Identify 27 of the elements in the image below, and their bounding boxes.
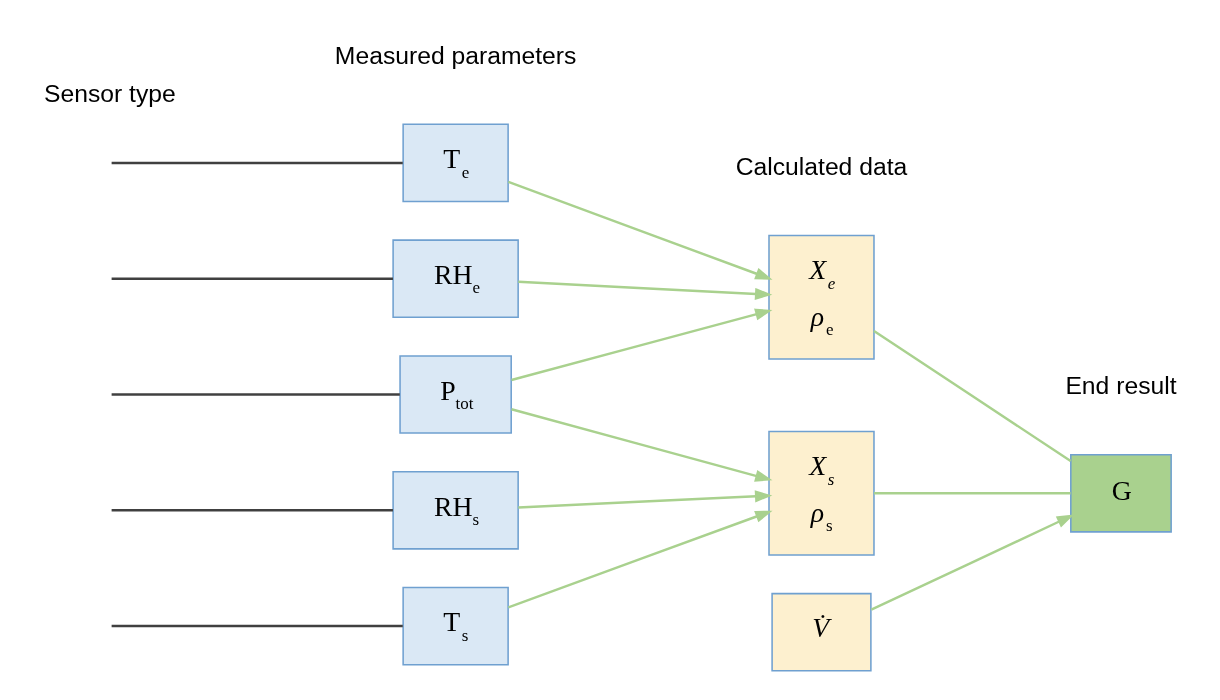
arrow [511, 407, 773, 482]
arrow [870, 514, 1075, 611]
node-box: T$_{s}$ [402, 586, 509, 665]
node-box: V̇ [771, 592, 872, 672]
label: End result [1065, 371, 1177, 399]
connector [111, 508, 393, 511]
node-box: RH$_{e}$ [392, 238, 519, 318]
connector [111, 392, 400, 396]
connector [873, 329, 1072, 462]
node-box: T$_{e}$ [402, 123, 509, 202]
arrow [518, 489, 773, 509]
arrow [507, 510, 773, 608]
node-box: X$_{s}$ ρ$_{s}$ [768, 430, 875, 556]
node-box: X$_{e}$ ρ$_{e}$ [768, 234, 875, 360]
label: Measured parameters [334, 41, 577, 69]
arrow [511, 308, 773, 381]
connector [111, 161, 403, 164]
node-box: P$_{tot}$ [399, 354, 512, 434]
arrow [518, 280, 773, 300]
connector [111, 277, 393, 280]
node-box: G [1070, 453, 1172, 533]
connector [874, 491, 1071, 495]
connector [111, 624, 403, 627]
label: Sensor type [43, 79, 176, 107]
label: Calculated data [735, 152, 908, 180]
node-box: RH$_{s}$ [392, 470, 519, 550]
arrow [507, 180, 773, 280]
